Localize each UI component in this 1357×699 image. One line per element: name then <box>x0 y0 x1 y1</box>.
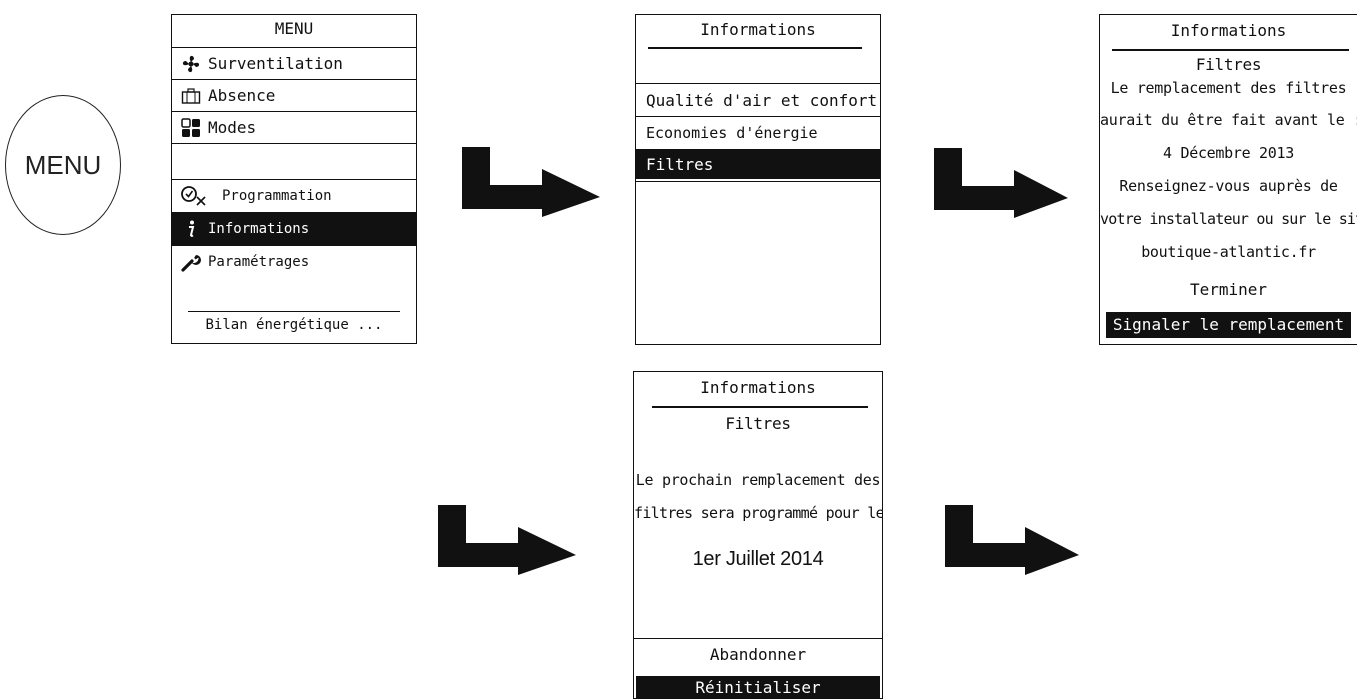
menu-footer-divider <box>188 311 400 312</box>
menu-screen-title: MENU <box>274 19 314 38</box>
menu-item-label: Paramétrages <box>208 254 310 270</box>
menu-item-label: Surventilation <box>208 54 343 73</box>
warning-text-line: votre installateur ou sur le site <box>1100 210 1357 228</box>
info-screen: Informations Qualité d'air et confort Ec… <box>635 14 881 345</box>
signal-replacement-button[interactable]: Signaler le remplacement <box>1106 312 1351 338</box>
info-item-filters[interactable]: Filtres <box>636 149 880 179</box>
menu-button[interactable]: MENU <box>5 95 121 235</box>
info-item-label: Filtres <box>646 155 714 174</box>
info-item-label: Economies d'énergie <box>646 124 818 142</box>
menu-item-label: Absence <box>208 86 276 105</box>
flow-arrow <box>462 147 600 217</box>
menu-item-absence[interactable]: Absence <box>172 79 416 111</box>
warning-subtitle: Filtres <box>1195 55 1262 74</box>
next-text-line: Le prochain remplacement des <box>635 471 881 489</box>
warning-text-line: aurait du être fait avant le : <box>1100 111 1357 129</box>
list-divider <box>636 181 880 182</box>
info-item-energy-savings[interactable]: Economies d'énergie <box>636 116 880 149</box>
title-underline <box>648 47 862 49</box>
info-screen-title: Informations <box>700 20 816 39</box>
menu-item-label: Programmation <box>222 188 332 204</box>
warning-text-line: Le remplacement des filtres <box>1110 79 1347 97</box>
title-underline <box>652 406 868 408</box>
info-item-label: Qualité d'air et confort <box>646 90 878 110</box>
finish-button[interactable]: Terminer <box>1189 280 1268 299</box>
menu-item-informations[interactable]: Informations <box>172 212 416 245</box>
filter-warning-screen: Informations Filtres Le remplacement des… <box>1099 14 1357 345</box>
flow-arrow <box>438 505 576 575</box>
warning-website: boutique-atlantic.fr <box>1141 243 1316 261</box>
menu-item-parametrages[interactable]: Paramétrages <box>172 245 416 278</box>
fan-icon <box>180 54 202 74</box>
menu-item-label: Modes <box>208 118 257 137</box>
suitcase-icon <box>180 86 202 106</box>
flow-arrow <box>934 148 1068 218</box>
info-item-air-quality[interactable]: Qualité d'air et confort <box>636 83 880 116</box>
wrench-icon <box>180 252 202 272</box>
menu-item-programmation[interactable]: Programmation <box>172 179 416 212</box>
menu-screen: MENU Surventilation Absence Modes Progra… <box>171 14 417 344</box>
title-underline <box>1112 49 1349 51</box>
cancel-button[interactable]: Abandonner <box>709 645 807 664</box>
menu-item-surventilation[interactable]: Surventilation <box>172 47 416 79</box>
filter-next-screen: Informations Filtres Le prochain remplac… <box>633 371 883 699</box>
menu-item-label: Informations <box>208 221 310 237</box>
button-divider <box>634 638 882 639</box>
next-replacement-date: 1er Juillet 2014 <box>692 548 824 570</box>
next-subtitle: Filtres <box>725 414 791 433</box>
menu-footer-link[interactable]: Bilan énergétique ... <box>205 317 383 333</box>
next-screen-title: Informations <box>700 378 816 397</box>
reset-button[interactable]: Réinitialiser <box>636 676 880 698</box>
menu-button-label: MENU <box>24 149 102 180</box>
flow-arrow <box>945 505 1079 575</box>
menu-item-modes[interactable]: Modes <box>172 111 416 143</box>
info-icon <box>180 219 202 239</box>
modes-grid-icon <box>180 117 202 138</box>
clock-schedule-icon <box>180 186 210 206</box>
warning-screen-title: Informations <box>1170 21 1287 40</box>
next-text-line: filtres sera programmé pour le : <box>634 504 883 522</box>
warning-text-line: Renseignez-vous auprès de <box>1119 177 1338 195</box>
menu-spacer-row <box>172 143 416 179</box>
warning-due-date: 4 Décembre 2013 <box>1163 144 1294 162</box>
